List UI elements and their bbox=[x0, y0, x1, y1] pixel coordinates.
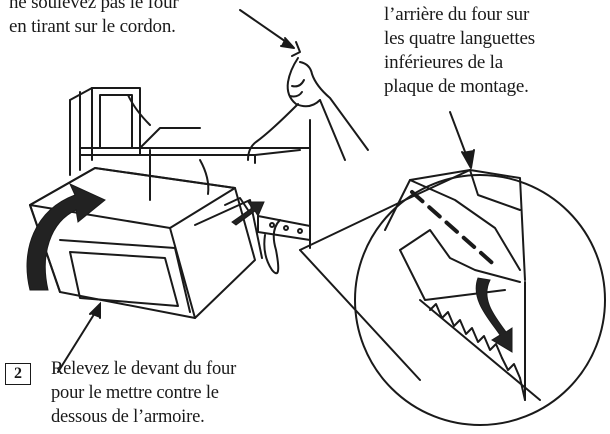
detail-mounting-tabs bbox=[419, 281, 541, 401]
step-instruction-caption: Relevez le devant du four pour le mettre… bbox=[51, 359, 237, 427]
hand-holding-cord bbox=[247, 41, 369, 161]
wall-cabinet bbox=[69, 87, 151, 176]
step-leader-line bbox=[57, 307, 99, 373]
cord-leader-line bbox=[239, 9, 293, 47]
magnifier-connector bbox=[299, 169, 471, 251]
detail-dashed-edge bbox=[410, 190, 500, 270]
lift-rotation-arrow bbox=[26, 182, 106, 291]
push-arrow bbox=[231, 201, 265, 226]
oven-cord bbox=[199, 159, 210, 195]
oven-body bbox=[29, 167, 263, 319]
cord-warning-caption: ne soulevez pas le four en tirant sur le… bbox=[9, 0, 179, 37]
tabs-instruction-caption: l’arrière du four sur les quatre languet… bbox=[384, 4, 535, 97]
power-outlet-strip bbox=[257, 215, 311, 241]
detail-oven-rear bbox=[384, 169, 526, 301]
step-number-badge: 2 bbox=[5, 363, 31, 385]
detail-down-arrow bbox=[475, 277, 513, 353]
magnified-detail-circle bbox=[354, 174, 606, 426]
